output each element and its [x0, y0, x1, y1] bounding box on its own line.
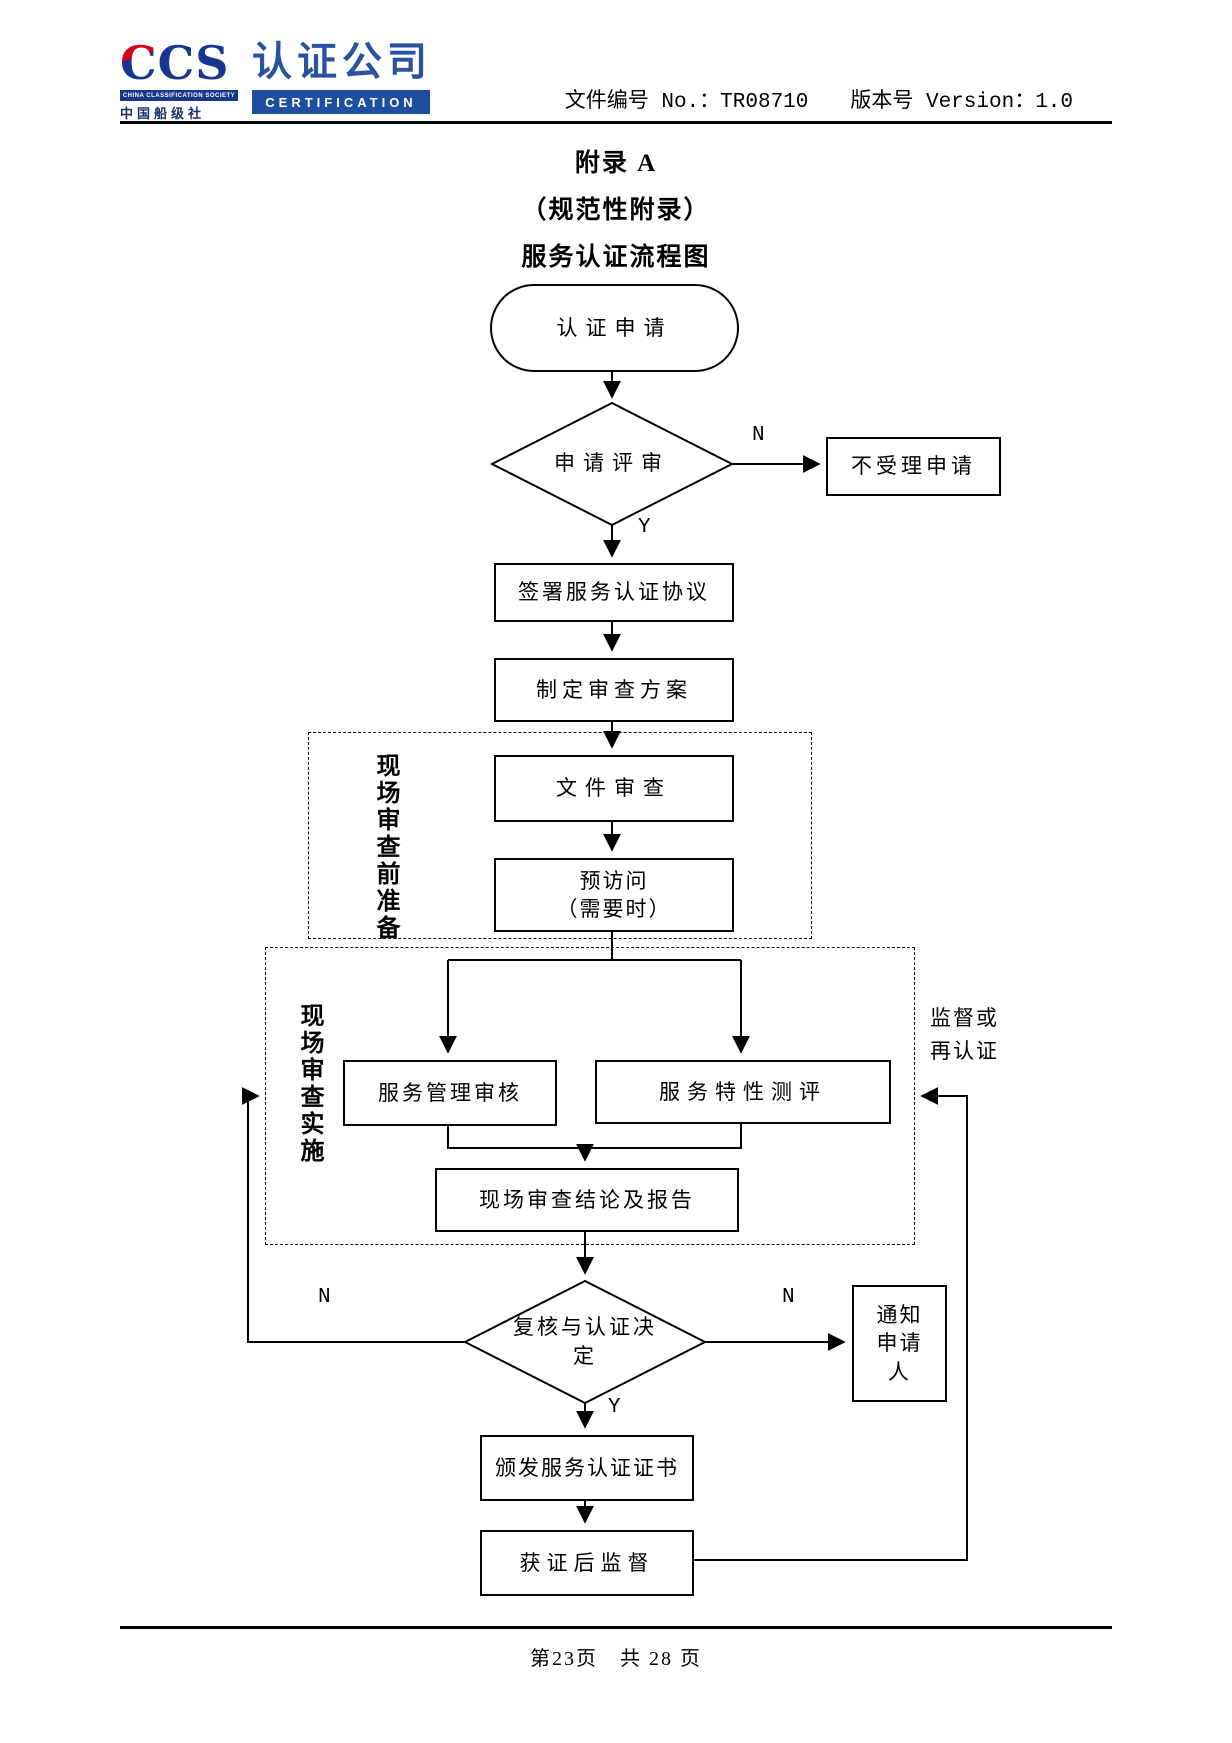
flow-node-post-certification-supervision: 获证后监督 [480, 1530, 694, 1596]
flow-node-sign-agreement: 签署服务认证协议 [494, 563, 734, 622]
appendix-subtitle: （规范性附录） [521, 197, 711, 224]
branch-label-n-notify: N [782, 1286, 795, 1309]
flow-node-develop-audit-plan: 制定审查方案 [494, 658, 734, 722]
flow-node-issue-certificate: 颁发服务认证证书 [480, 1435, 694, 1501]
flow-node-certification-decision-label: 复核与认证决 定 [513, 1314, 657, 1368]
document-number: 文件编号 No.：TR08710 [564, 91, 809, 114]
ccs-logo-text: CCS [120, 36, 230, 90]
document-header-info: 文件编号 No.：TR08710 版本号 Version：1.0 [565, 84, 1073, 114]
flow-node-pre-visit: 预访问 （需要时） [494, 858, 734, 932]
flow-node-certification-application: 认证申请 [490, 284, 739, 372]
ccs-logo-society-bar: CHINA CLASSIFICATION SOCIETY [120, 90, 238, 101]
header-divider [120, 121, 1112, 124]
branch-label-n-left-loop: N [318, 1286, 331, 1309]
group-label-onsite-audit-implementation: 现场审查实施 [296, 1003, 322, 1165]
footer-divider [120, 1626, 1112, 1629]
ccs-logo-society-cn: 中国船级社 [120, 106, 206, 121]
flowchart-title: 服务认证流程图 [521, 244, 711, 271]
page-number: 第23页 共 28 页 [530, 1648, 702, 1670]
ccs-logo: CCS CHINA CLASSIFICATION SOCIETY 中国船级社 认… [120, 40, 430, 122]
flow-node-reject-application: 不受理申请 [826, 437, 1001, 496]
flow-node-service-management-audit: 服务管理审核 [343, 1060, 557, 1126]
flow-node-service-characteristic-evaluation: 服务特性测评 [595, 1060, 891, 1124]
ccs-logo-certification-bar: CERTIFICATION [252, 90, 430, 114]
branch-label-n-reject: N [752, 424, 765, 447]
document-version: 版本号 Version：1.0 [850, 91, 1073, 114]
flow-node-notify-applicant: 通知 申请 人 [852, 1285, 947, 1402]
annotation-supervision-or-recertification: 监督或 再认证 [930, 1006, 999, 1063]
group-label-pre-audit-preparation: 现场审查前准备 [372, 753, 398, 942]
ccs-logo-company: 认证公司 [252, 39, 432, 84]
flow-node-application-review-label: 申请评审 [554, 451, 670, 476]
branch-label-y-proceed: Y [638, 516, 651, 539]
flow-node-onsite-audit-conclusion-report: 现场审查结论及报告 [435, 1168, 739, 1232]
branch-label-y-issue: Y [608, 1396, 621, 1419]
flow-node-document-review: 文件审查 [494, 755, 734, 822]
group-box-pre-audit-preparation [308, 732, 812, 939]
appendix-title: 附录 A [574, 150, 658, 177]
